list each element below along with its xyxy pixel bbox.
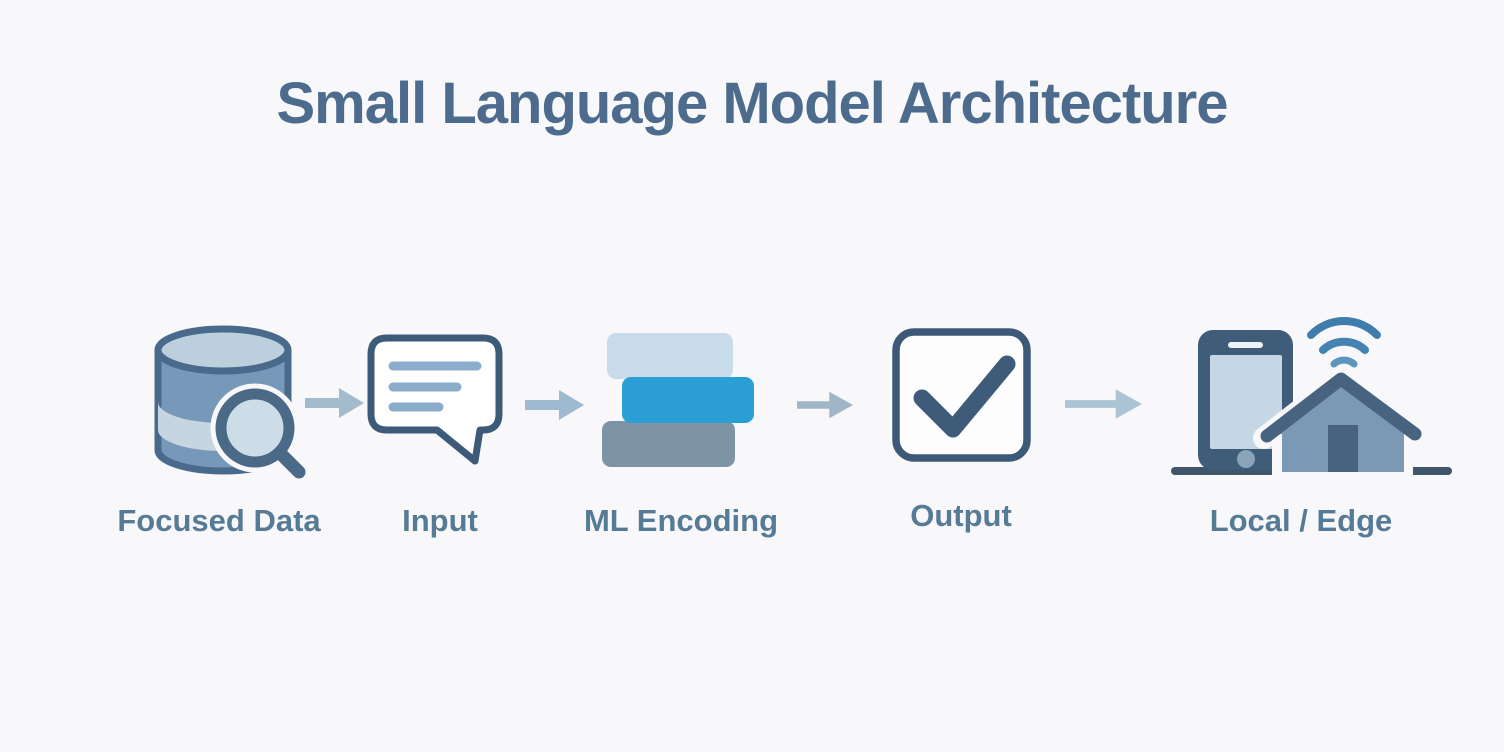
phone-home-wifi-icon <box>1171 317 1452 477</box>
wifi-waves <box>1307 317 1381 368</box>
house <box>1253 367 1427 477</box>
arrow-right-icon <box>305 388 364 418</box>
arrow-right-icon <box>1065 389 1143 419</box>
stage-label-local-edge: Local / Edge <box>1209 503 1393 538</box>
stage-label-focused-data: Focused Data <box>117 503 321 538</box>
ml-layers-icon <box>602 333 754 467</box>
page-title: Small Language Model Architecture <box>276 71 1228 136</box>
checkbox-check-icon <box>892 328 1031 462</box>
database-search-icon <box>154 325 313 486</box>
arrow-right-icon <box>797 391 854 419</box>
stage-label-output: Output <box>910 498 1012 533</box>
stage-label-input: Input <box>402 503 478 538</box>
speech-bubble-icon <box>367 334 503 465</box>
stage-label-ml-encoding: ML Encoding <box>583 503 779 538</box>
house-door <box>1328 425 1358 472</box>
arrow-right-icon <box>525 390 584 420</box>
